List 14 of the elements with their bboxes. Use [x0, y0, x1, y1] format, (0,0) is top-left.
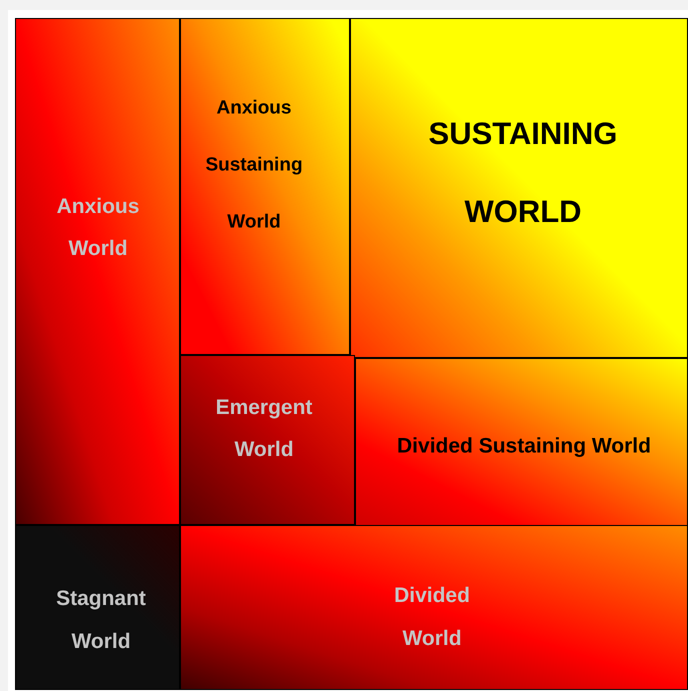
cell-label: SUSTAINING WORLD	[428, 115, 618, 231]
cell-label: Anxious Sustaining World	[204, 96, 304, 234]
quadrant-cell	[15, 18, 180, 525]
cell-label: Stagnant World	[55, 586, 147, 655]
quadrant-cell	[350, 18, 688, 358]
cell-label: Divided World	[393, 583, 471, 652]
quadrant-cell	[180, 525, 688, 690]
quadrant-cell	[15, 525, 180, 690]
quadrant-cell	[180, 355, 355, 525]
quadrant-cell	[355, 358, 688, 527]
cell-label: Emergent World	[214, 395, 314, 463]
cell-label: Divided Sustaining World	[396, 434, 652, 460]
cell-label: Anxious World	[56, 194, 140, 262]
quadrant-cell	[180, 18, 350, 355]
